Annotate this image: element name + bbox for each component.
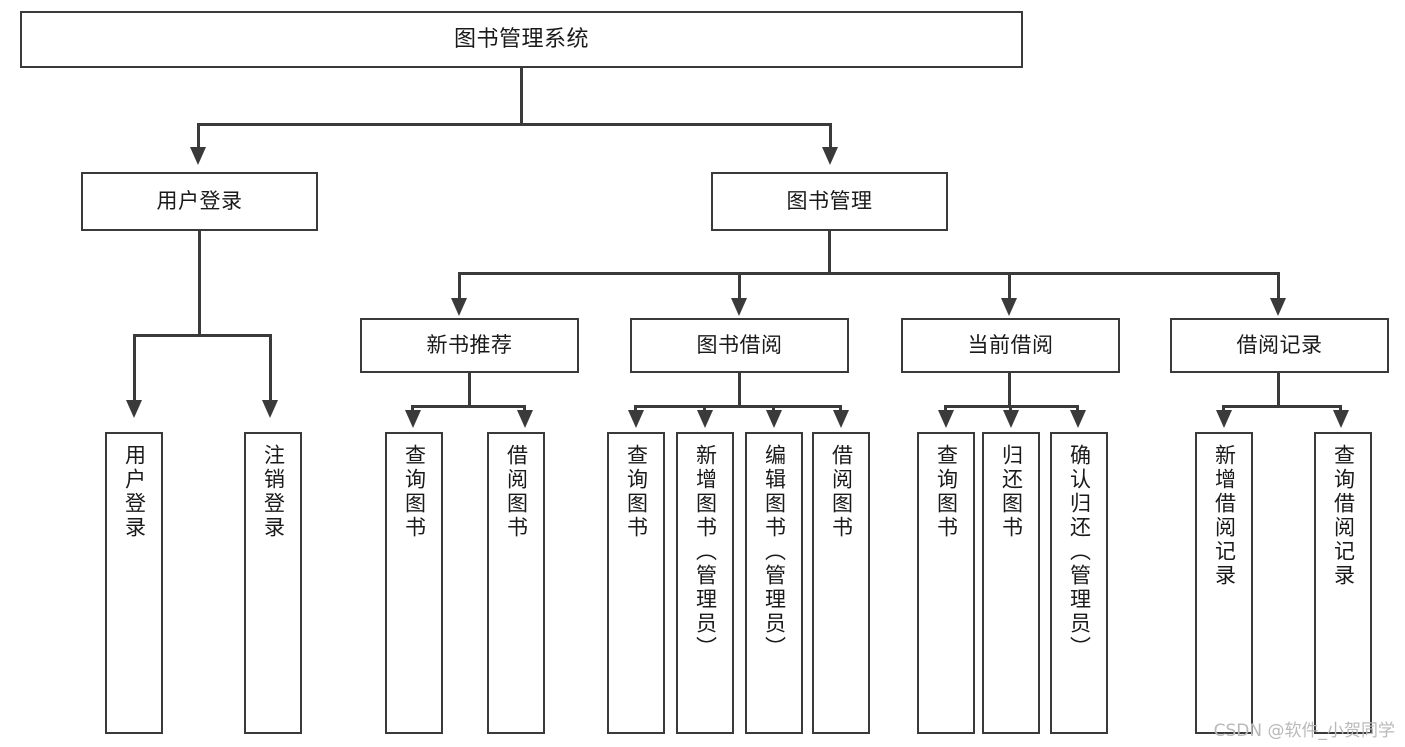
edge-current-borrow-to-leaf-3 [1076,405,1079,412]
node-label: 用户登录 [156,189,243,214]
node-book-borrow[interactable]: 图书借阅 [630,318,849,373]
node-user-login[interactable]: 用户登录 [81,172,318,231]
node-label: 注销登录 [261,444,286,540]
node-label: 借阅图书 [829,444,854,540]
edge-book-mgmt-to-group-4 [1277,272,1280,300]
arrow-book-mgmt-to-group-2 [731,298,747,316]
leaf-current-borrow-confirm-return[interactable]: 确认归还（管理员） [1050,432,1108,734]
arrow-current-borrow-to-leaf-3 [1070,410,1086,428]
arrow-root-to-user-login [190,147,206,165]
node-label: 编辑图书（管理员） [762,444,787,660]
arrow-book-borrow-to-leaf-4 [833,410,849,428]
node-current-borrow[interactable]: 当前借阅 [901,318,1120,373]
arrow-current-borrow-to-leaf-1 [938,410,954,428]
node-label: 新增图书（管理员） [693,444,718,660]
node-label: 归还图书 [999,444,1024,540]
edge-root-bus [197,123,832,126]
node-label: 图书管理 [786,189,873,214]
arrow-book-mgmt-to-group-3 [1001,298,1017,316]
leaf-user-login-login[interactable]: 用户登录 [105,432,163,734]
leaf-new-book-borrow[interactable]: 借阅图书 [487,432,545,734]
node-label: 当前借阅 [967,333,1054,358]
arrow-book-mgmt-to-group-1 [451,298,467,316]
node-book-management[interactable]: 图书管理 [711,172,948,231]
leaf-current-borrow-return[interactable]: 归还图书 [982,432,1040,734]
edge-user-login-to-leaf-2 [269,334,272,402]
edge-book-borrow-to-leaf-1 [634,405,637,412]
node-root-system[interactable]: 图书管理系统 [20,11,1023,68]
leaf-borrow-record-add[interactable]: 新增借阅记录 [1195,432,1253,734]
edge-user-login-bus [133,334,272,337]
arrow-user-login-to-leaf-1 [126,400,142,418]
edge-new-book-trunk [468,373,471,406]
edge-book-mgmt-to-group-1 [458,272,461,300]
edge-root-trunk [520,68,523,125]
node-label: 新增借阅记录 [1212,444,1237,588]
arrow-borrow-record-to-leaf-2 [1333,410,1349,428]
node-label: 查询借阅记录 [1331,444,1356,588]
edge-borrow-record-to-leaf-2 [1339,405,1342,412]
edge-borrow-record-bus [1222,405,1342,408]
edge-book-borrow-to-leaf-3 [772,405,775,412]
edge-borrow-record-to-leaf-1 [1222,405,1225,412]
node-label: 借阅记录 [1236,333,1323,358]
node-label: 查询图书 [934,444,959,540]
edge-current-borrow-to-leaf-1 [944,405,947,412]
node-label: 借阅图书 [504,444,529,540]
leaf-book-borrow-borrow[interactable]: 借阅图书 [812,432,870,734]
leaf-new-book-query[interactable]: 查询图书 [385,432,443,734]
edge-book-mgmt-bus [458,272,1280,275]
edge-new-book-bus [411,405,526,408]
arrow-new-book-to-leaf-1 [405,410,421,428]
node-borrow-record[interactable]: 借阅记录 [1170,318,1389,373]
edge-root-to-book-mgmt [829,123,832,149]
node-label: 查询图书 [624,444,649,540]
arrow-book-mgmt-to-group-4 [1270,298,1286,316]
node-label: 图书借阅 [696,333,783,358]
edge-book-mgmt-trunk [828,231,831,273]
leaf-book-borrow-add[interactable]: 新增图书（管理员） [676,432,734,734]
edge-book-borrow-bus [634,405,841,408]
leaf-user-login-logout[interactable]: 注销登录 [244,432,302,734]
edge-book-mgmt-to-group-2 [738,272,741,300]
node-label: 查询图书 [402,444,427,540]
edge-book-mgmt-to-group-3 [1008,272,1011,300]
arrow-borrow-record-to-leaf-1 [1216,410,1232,428]
edge-new-book-to-leaf-2 [523,405,526,412]
arrow-book-borrow-to-leaf-1 [628,410,644,428]
edge-book-borrow-trunk [738,373,741,406]
leaf-book-borrow-edit[interactable]: 编辑图书（管理员） [745,432,803,734]
edge-current-borrow-to-leaf-2 [1009,405,1012,412]
leaf-borrow-record-query[interactable]: 查询借阅记录 [1314,432,1372,734]
arrow-new-book-to-leaf-2 [517,410,533,428]
edge-borrow-record-trunk [1277,373,1280,406]
leaf-book-borrow-query[interactable]: 查询图书 [607,432,665,734]
edge-root-to-user-login [197,123,200,149]
arrow-book-borrow-to-leaf-3 [766,410,782,428]
arrow-current-borrow-to-leaf-2 [1003,410,1019,428]
edge-current-borrow-trunk [1008,373,1011,406]
node-label: 确认归还（管理员） [1067,444,1092,660]
edge-book-borrow-to-leaf-4 [839,405,842,412]
arrow-root-to-book-mgmt [822,147,838,165]
edge-book-borrow-to-leaf-2 [703,405,706,412]
edge-user-login-to-leaf-1 [133,334,136,402]
arrow-book-borrow-to-leaf-2 [697,410,713,428]
node-label: 用户登录 [122,444,147,540]
node-label: 图书管理系统 [453,26,589,52]
arrow-user-login-to-leaf-2 [262,400,278,418]
csdn-watermark: CSDN @软件_小贺同学 [1213,721,1395,741]
node-label: 新书推荐 [426,333,513,358]
node-new-book-recommend[interactable]: 新书推荐 [360,318,579,373]
edge-user-login-trunk [198,231,201,335]
leaf-current-borrow-query[interactable]: 查询图书 [917,432,975,734]
edge-new-book-to-leaf-1 [411,405,414,412]
